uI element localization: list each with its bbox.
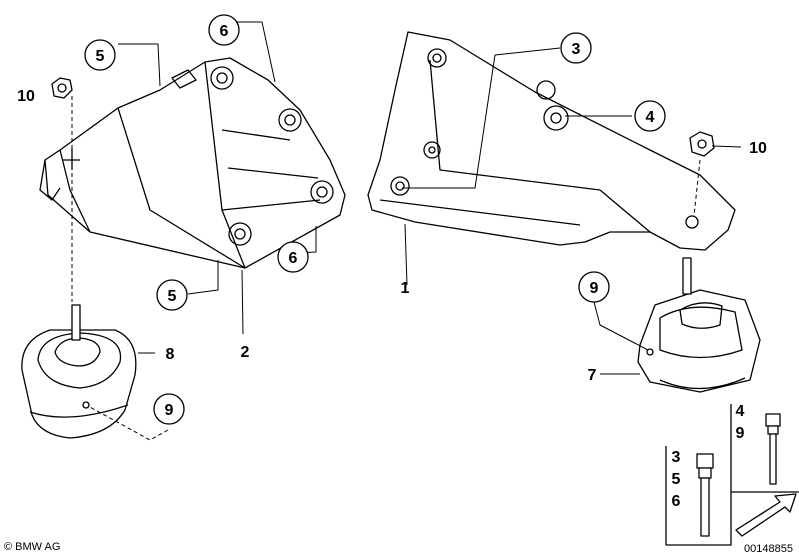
callout-10a: 10 xyxy=(17,88,35,105)
leader-lines xyxy=(71,21,742,441)
callout-circle-3 xyxy=(560,32,592,64)
engine-bracket-left xyxy=(39,57,346,269)
copyright-text: © BMW AG xyxy=(4,541,61,553)
callout-8: 8 xyxy=(166,346,175,363)
callout-3: 3 xyxy=(572,41,581,58)
callout-circle-6b xyxy=(277,241,309,273)
callout-9a: 9 xyxy=(165,402,174,419)
bolt-box-4-9 xyxy=(730,404,799,493)
callout-5a: 5 xyxy=(96,48,105,65)
callout-circle-5b xyxy=(156,279,188,311)
callout-circle-9a xyxy=(153,393,185,425)
callout-10b: 10 xyxy=(749,140,767,157)
legend-box-a-line-2: 9 xyxy=(736,425,745,442)
legend-box-b-line-3: 6 xyxy=(672,493,681,510)
callout-9b: 9 xyxy=(590,280,599,297)
callout-circle-4 xyxy=(634,100,666,132)
engine-bracket-right xyxy=(367,31,736,251)
callout-6b: 6 xyxy=(289,250,298,267)
callout-circle-9b xyxy=(578,271,610,303)
diagram-part-number: 00148855 xyxy=(744,543,793,555)
legend-box-b-line-1: 3 xyxy=(672,449,681,466)
callout-7: 7 xyxy=(588,367,597,384)
callout-circle-6a xyxy=(208,14,240,46)
callout-4: 4 xyxy=(646,109,655,126)
legend-box-a-line-1: 4 xyxy=(736,403,745,420)
legend-box-b-line-2: 5 xyxy=(672,471,681,488)
callout-6a: 6 xyxy=(220,23,229,40)
callout-1: 1 xyxy=(401,280,410,297)
callout-2: 2 xyxy=(241,344,250,361)
bolt-box-3-5-6 xyxy=(665,446,732,546)
orientation-arrow-icon xyxy=(735,493,797,537)
hex-nut-right xyxy=(689,131,715,157)
callout-circle-5a xyxy=(84,39,116,71)
engine-mount-left xyxy=(21,304,137,439)
engine-mount-right xyxy=(637,257,761,393)
hex-nut-left xyxy=(51,77,73,99)
callout-5b: 5 xyxy=(168,288,177,305)
